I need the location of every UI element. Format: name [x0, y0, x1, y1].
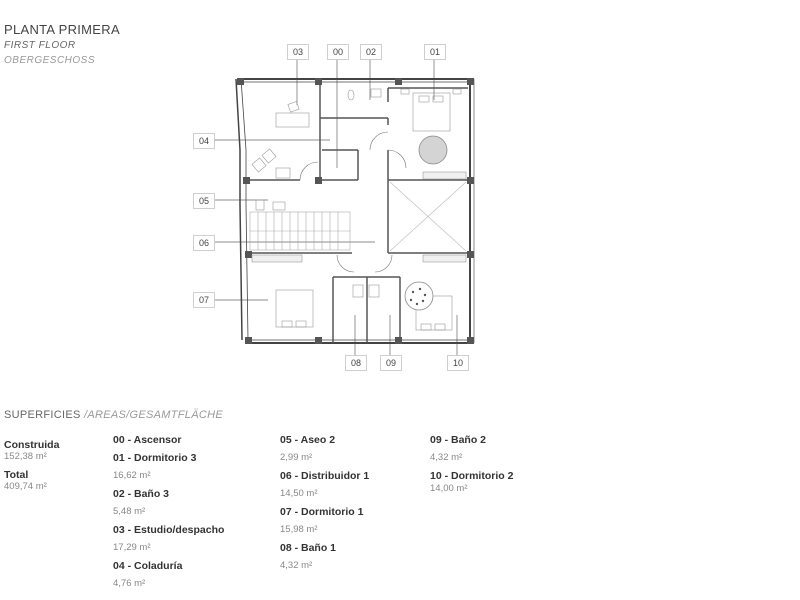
room-tag-09: 09 [380, 355, 402, 371]
room-08-value: 4,32 m² [280, 560, 313, 571]
total-label: Total [4, 469, 29, 481]
title-english: FIRST FLOOR [4, 40, 76, 51]
room-tag-02: 02 [360, 44, 382, 60]
room-10-value: 14,00 m² [430, 483, 468, 494]
title-german: OBERGESCHOSS [4, 55, 96, 66]
room-01-label: 01 - Dormitorio 3 [113, 452, 197, 464]
areas-column-3: 09 - Baño 2 4,32 m² 10 - Dormitorio 2 14… [430, 432, 513, 497]
room-05-value: 2,99 m² [280, 452, 313, 463]
room-09-label: 09 - Baño 2 [430, 434, 487, 446]
areas-heading-de: GESAMTFLÄCHE [129, 409, 223, 421]
areas-heading: SUPERFICIES /AREAS/GESAMTFLÄCHE [4, 409, 223, 421]
title-spanish: PLANTA PRIMERA [4, 22, 120, 37]
areas-heading-es: SUPERFICIES [4, 409, 81, 421]
room-tag-01: 01 [424, 44, 446, 60]
room-tag-07: 07 [193, 292, 215, 308]
room-07-label: 07 - Dormitorio 1 [280, 506, 364, 518]
title-block: PLANTA PRIMERA FIRST FLOOR OBERGESCHOSS [4, 22, 120, 68]
room-02-value: 5,48 m² [113, 506, 146, 517]
room-09-value: 4,32 m² [430, 452, 463, 463]
room-05-label: 05 - Aseo 2 [280, 434, 336, 446]
areas-heading-sep2: / [126, 409, 130, 421]
room-00-label: 00 - Ascensor [113, 434, 182, 446]
room-07-value: 15,98 m² [280, 524, 318, 535]
total-value: 409,74 m² [4, 481, 47, 492]
room-tag-00: 00 [327, 44, 349, 60]
total-built-label: Construida [4, 439, 60, 451]
room-06-value: 14,50 m² [280, 488, 318, 499]
room-tag-03: 03 [287, 44, 309, 60]
room-03-label: 03 - Estudio/despacho [113, 524, 225, 536]
room-tag-10: 10 [447, 355, 469, 371]
room-06-label: 06 - Distribuidor 1 [280, 470, 370, 482]
room-01-value: 16,62 m² [113, 470, 151, 481]
totals-column: Construida 152,38 m² Total 409,74 m² [4, 437, 59, 495]
room-02-label: 02 - Baño 3 [113, 488, 170, 500]
total-built-value: 152,38 m² [4, 451, 47, 462]
room-04-value: 4,76 m² [113, 578, 146, 589]
areas-heading-en: AREAS [87, 409, 127, 421]
room-10-label: 10 - Dormitorio 2 [430, 470, 514, 482]
room-tag-08: 08 [345, 355, 367, 371]
room-tag-04: 04 [193, 133, 215, 149]
room-tag-05: 05 [193, 193, 215, 209]
room-03-value: 17,29 m² [113, 542, 151, 553]
room-04-label: 04 - Coladuría [113, 560, 183, 572]
areas-column-1: 00 - Ascensor 01 - Dormitorio 3 16,62 m²… [113, 432, 224, 592]
floor-plan [215, 59, 475, 355]
areas-column-2: 05 - Aseo 2 2,99 m² 06 - Distribuidor 1 … [280, 432, 369, 574]
room-tag-06: 06 [193, 235, 215, 251]
room-08-label: 08 - Baño 1 [280, 542, 337, 554]
areas-heading-sep1: / [80, 409, 88, 421]
